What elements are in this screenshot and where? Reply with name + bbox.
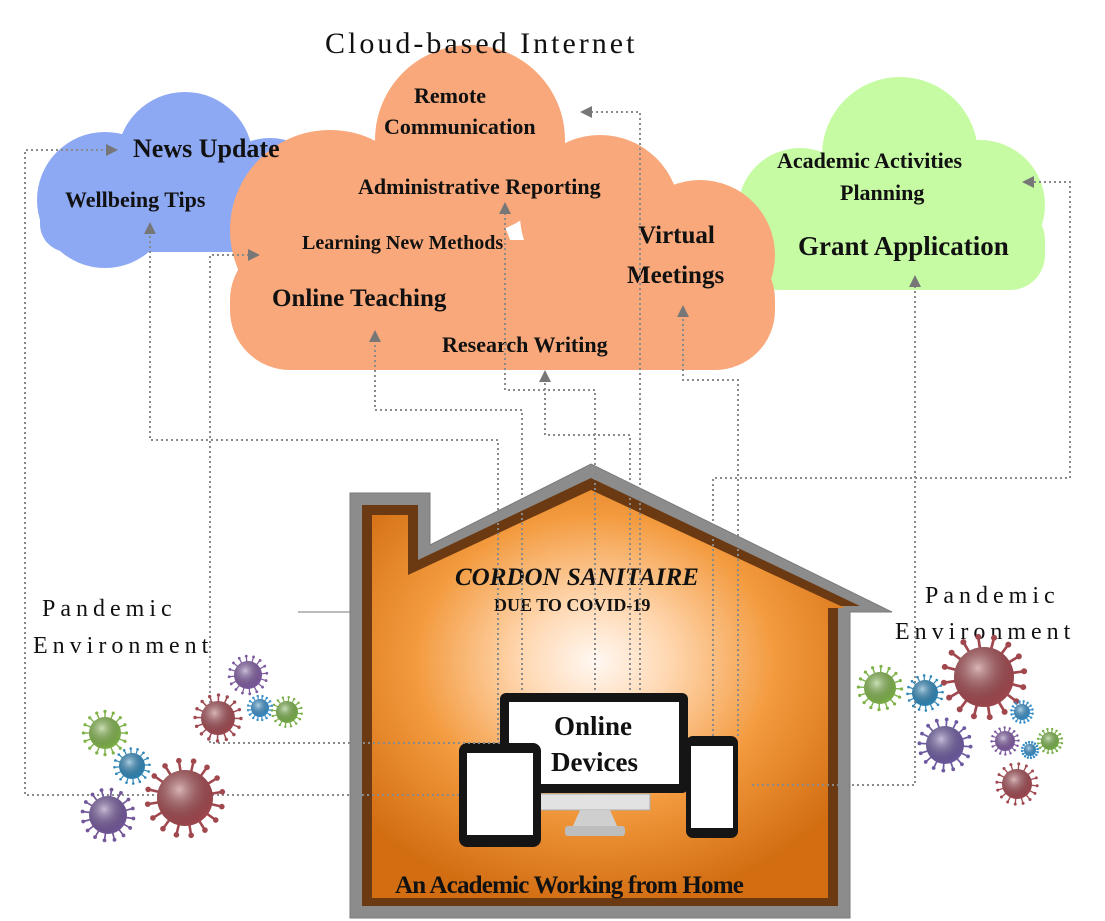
virus-particle <box>1036 727 1064 755</box>
connector-grant <box>752 285 916 786</box>
cloud-title: Cloud-based Internet <box>325 27 637 60</box>
virus-particle <box>81 709 129 757</box>
virus-particle <box>113 747 151 785</box>
virus-particle <box>227 654 269 696</box>
virus-particle <box>940 633 1028 721</box>
house-subheading: DUE TO COVID-19 <box>494 595 650 615</box>
devices-label-line1: Online <box>554 711 632 741</box>
viruses <box>80 633 1064 843</box>
monitor <box>500 693 688 836</box>
virus-particle <box>193 693 243 743</box>
env-right-line1: Pandemic <box>925 583 1060 609</box>
label-planning: Planning <box>840 180 924 205</box>
connector-academic <box>712 181 1071 736</box>
connector-learning <box>209 254 500 744</box>
virus-particle <box>995 762 1039 806</box>
label-virtual: Virtual <box>638 222 715 249</box>
label-grant-application: Grant Application <box>798 231 1009 261</box>
arrow-remote <box>580 106 592 118</box>
devices-label-line2: Devices <box>551 747 638 777</box>
connector-remote <box>590 111 641 690</box>
tablet <box>459 743 541 847</box>
label-research-writing: Research Writing <box>442 332 608 357</box>
arrow-learning <box>248 249 260 261</box>
virus-particle <box>856 664 904 712</box>
house <box>298 463 893 919</box>
connector-wellbeing <box>149 232 499 740</box>
connectors <box>24 111 1071 796</box>
label-meetings: Meetings <box>627 262 724 289</box>
virus-particle <box>246 694 274 722</box>
label-communication: Communication <box>384 114 536 139</box>
arrow-academic <box>1022 176 1034 188</box>
env-right-line2: Environment <box>895 619 1075 645</box>
arrow-online-teaching <box>369 330 381 342</box>
virus-particle <box>80 787 136 843</box>
label-news-update: News Update <box>133 134 280 163</box>
virus-particle <box>990 726 1020 756</box>
label-wellbeing-tips: Wellbeing Tips <box>65 187 206 212</box>
connector-online-teaching <box>374 340 523 690</box>
env-left-line1: Pandemic <box>42 596 177 622</box>
virus-particle <box>271 696 303 728</box>
label-learning-new-methods: Learning New Methods <box>302 232 503 254</box>
arrow-wellbeing <box>144 222 156 234</box>
connector-admin <box>504 212 596 690</box>
arrow-admin <box>499 202 511 214</box>
smartphone <box>686 736 738 838</box>
virus-particle <box>906 674 944 712</box>
label-administrative-reporting: Administrative Reporting <box>358 174 601 199</box>
virus-particle <box>144 757 226 839</box>
connector-news <box>24 149 459 796</box>
virus-particle <box>917 717 973 773</box>
arrow-research <box>539 370 551 382</box>
arrow-virtual <box>677 305 689 317</box>
arrow-grant <box>909 275 921 287</box>
virus-particle <box>1020 740 1040 760</box>
house-heading: CORDON SANITAIRE <box>455 564 699 591</box>
label-academic-activities: Academic Activities <box>777 148 963 173</box>
label-remote: Remote <box>414 83 486 108</box>
arrowheads <box>106 106 1034 382</box>
house-footer: An Academic Working from Home <box>395 872 744 899</box>
arrow-news <box>106 144 118 156</box>
label-online-teaching: Online Teaching <box>272 285 447 312</box>
virus-particle <box>1010 700 1034 724</box>
env-left-line2: Environment <box>33 633 213 659</box>
